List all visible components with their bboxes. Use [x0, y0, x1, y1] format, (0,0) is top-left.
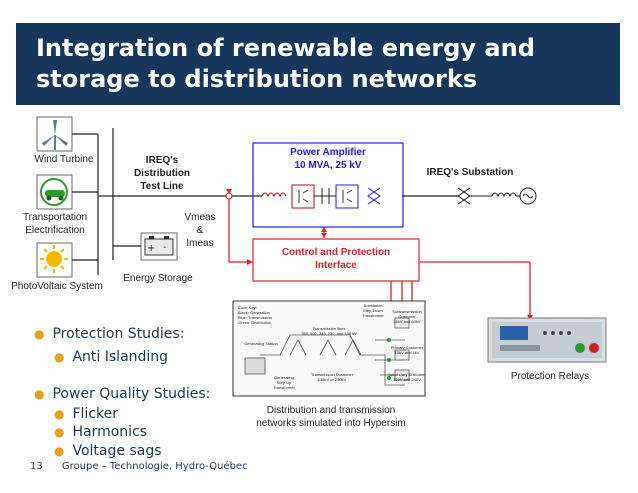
svg-text:+: +: [147, 243, 155, 254]
bullet-text: Voltage sags: [72, 443, 162, 459]
trans-customer-line-2: 138kV or 230kV: [317, 377, 347, 382]
bullet-item: ● Harmonics: [54, 424, 147, 440]
bullet-item: ● Voltage sags: [54, 443, 162, 459]
secondary-line-2: 120V and 240V: [393, 377, 421, 382]
sun-icon: [36, 242, 73, 278]
transportation-label: Transportation Electrification: [10, 211, 100, 237]
bullet-dot-icon: ●: [54, 425, 65, 439]
test-line-2: Distribution: [133, 168, 191, 179]
inset-primary: Primary Customer 13kV and 4kV: [388, 345, 426, 355]
bullet-item: ● Power Quality Studies:: [34, 386, 210, 402]
relay-device-icon: [487, 317, 607, 363]
step-down-line-3: Transformer: [362, 313, 384, 318]
slide-title: Integration of renewable energy and stor…: [36, 33, 616, 95]
primary-line-2: 13kV and 4kV: [394, 350, 420, 355]
inset-generating-station: Generating Station: [244, 341, 278, 346]
wind-turbine-icon: [36, 116, 73, 152]
step-up-line-1: Generating: [274, 375, 294, 380]
color-key-line-1: Color Key:: [238, 305, 257, 310]
transmission-lines-line-2: 765, 500, 345, 230, and 138 kV: [301, 331, 357, 336]
bullet-dot-icon: ●: [54, 350, 65, 364]
bullet-item: ● Flicker: [54, 406, 118, 422]
amplifier-circuit-icon: [261, 184, 381, 209]
inset-secondary: Secondary Customer 120V and 240V: [388, 372, 426, 382]
footer: 13 Groupe – Technologie, Hydro-Québec: [30, 461, 248, 472]
footer-text: Groupe – Technologie, Hydro-Québec: [61, 461, 248, 472]
bullet-dot-icon: ●: [54, 407, 65, 421]
vmeas-line-2: &: [196, 225, 204, 236]
title-line-1: Integration of renewable energy and: [36, 34, 535, 62]
control-interface-box: [252, 238, 420, 282]
subtransmission-line-2: Customer: [398, 314, 416, 319]
bullet-text: Power Quality Studies:: [52, 386, 211, 402]
bullet-dot-icon: ●: [34, 387, 45, 401]
power-amplifier-label: Power Amplifier 10 MVA, 25 kV: [262, 146, 394, 172]
step-down-line-2: Step-Down: [363, 308, 383, 313]
energy-storage-label: Energy Storage: [123, 273, 193, 284]
secondary-line-1: Secondary Customer: [388, 372, 426, 377]
power-amplifier-line-1: Power Amplifier: [290, 147, 366, 158]
relays-label: Protection Relays: [510, 371, 590, 382]
bullet-text: Anti Islanding: [72, 349, 169, 365]
subtransmission-line-3: 26kV and 69kV: [393, 319, 421, 324]
vmeas-line-1: Vmeas: [184, 212, 216, 223]
electric-car-icon: [36, 174, 73, 210]
network-inset: [232, 300, 426, 397]
bullet-dot-icon: ●: [54, 444, 65, 458]
step-up-line-3: Transformer: [273, 385, 295, 390]
svg-text:-: -: [163, 242, 167, 253]
test-line-label: IREQ's Distribution Test Line: [122, 154, 202, 193]
color-key-line-3: Blue: Transmission: [238, 315, 272, 320]
subtransmission-line-1: Subtransmission: [392, 309, 422, 314]
control-interface-label: Control and Protection Interface: [256, 246, 416, 272]
bullet-text: Protection Studies:: [52, 326, 185, 342]
step-down-line-1: Substation: [363, 303, 383, 308]
bullet-dot-icon: ●: [34, 327, 45, 341]
substation-label: IREQ's Substation: [426, 167, 514, 178]
transportation-line-1: Transportation: [22, 212, 88, 223]
vmeas-line-3: Imeas: [186, 238, 214, 249]
transportation-line-2: Electrification: [25, 225, 85, 236]
inset-transmission-lines: Transmission lines 765, 500, 345, 230, a…: [294, 326, 364, 336]
inset-lines: [244, 317, 410, 386]
inset-subtransmission: Subtransmission Customer 26kV and 69kV: [388, 309, 426, 324]
vmeas-label: Vmeas & Imeas: [176, 211, 224, 250]
bullet-item: ● Protection Studies:: [34, 326, 184, 342]
page-number: 13: [30, 461, 43, 472]
networks-line-1: Distribution and transmission: [266, 405, 396, 416]
battery-icon: + -: [140, 232, 178, 261]
control-line-2: Interface: [315, 260, 357, 271]
bullet-item: ● Anti Islanding: [54, 349, 168, 365]
inset-color-key: Color Key: Black: Generation Blue: Trans…: [238, 305, 288, 325]
title-line-2: storage to distribution networks: [36, 65, 478, 93]
bullet-text: Flicker: [72, 406, 118, 422]
control-line-1: Control and Protection: [281, 247, 391, 258]
inset-step-up: Generating Step Up Transformer: [266, 375, 302, 390]
transmission-lines-line-1: Transmission lines: [312, 326, 346, 331]
bullet-text: Harmonics: [72, 424, 148, 440]
test-line-3: Test Line: [140, 181, 184, 192]
color-key-line-4: Green: Distribution: [238, 320, 272, 325]
substation-icon: [457, 187, 537, 205]
title-bar: Integration of renewable energy and stor…: [16, 23, 620, 105]
inset-trans-customer: Transmission Customer 138kV or 230kV: [302, 372, 362, 382]
power-amplifier-box: [252, 142, 404, 228]
power-amplifier-line-2: 10 MVA, 25 kV: [294, 160, 362, 171]
primary-line-1: Primary Customer: [390, 345, 424, 350]
networks-caption: Distribution and transmission networks s…: [246, 404, 416, 430]
inset-step-down: Substation Step-Down Transformer: [356, 303, 390, 318]
wind-turbine-label: Wind Turbine: [34, 154, 94, 165]
test-line-1: IREQ's: [145, 155, 179, 166]
photovoltaic-label: PhotoVoltaic System: [11, 281, 103, 292]
networks-line-2: networks simulated into Hypersim: [256, 418, 406, 429]
trans-customer-line-1: Transmission Customer: [310, 372, 354, 377]
step-up-line-2: Step Up: [276, 380, 292, 385]
color-key-line-2: Black: Generation: [238, 310, 270, 315]
